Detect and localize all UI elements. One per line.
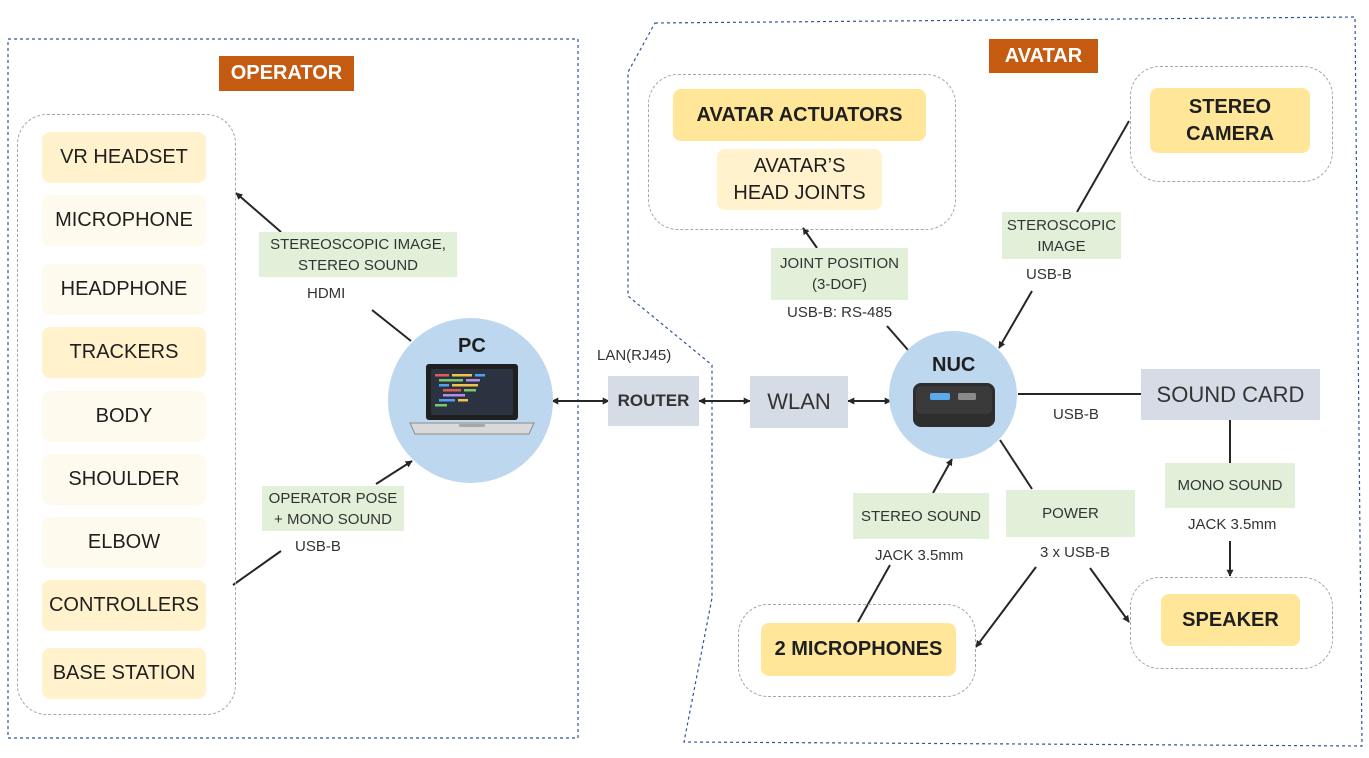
arrow-power-to-speaker <box>1089 567 1130 623</box>
wire-camera-to-nuc <box>1076 120 1130 213</box>
avatar-region-title: AVATAR <box>989 39 1098 73</box>
wire-operator-to-pc <box>232 550 282 586</box>
controllers-box: CONTROLLERS <box>42 580 206 631</box>
arrow-power-to-mics <box>975 566 1037 648</box>
head-joints-box: AVATAR’S HEAD JOINTS <box>717 149 882 210</box>
wire-nuc-to-joints <box>886 325 909 351</box>
nuc-title: NUC <box>932 354 976 376</box>
laptop-icon <box>409 364 535 435</box>
operator-devices-group <box>17 114 236 715</box>
wlan-box: WLAN <box>750 376 848 428</box>
arrow-nuc-to-joints <box>802 227 818 249</box>
operator-region-title: OPERATOR <box>219 56 354 91</box>
camera-to-nuc-port: USB-B <box>1026 266 1072 283</box>
camera-group <box>1130 66 1333 182</box>
nuc-to-joints-port: USB-B: RS-485 <box>787 304 893 321</box>
pc-to-operator-label: STEREOSCOPIC IMAGE, STEREO SOUND <box>259 232 457 277</box>
stereo-camera-box: STEREO CAMERA <box>1150 88 1310 153</box>
mics-to-nuc-port: JACK 3.5mm <box>875 547 964 564</box>
arrow-operator-to-pc <box>375 460 413 485</box>
power-port: 3 x USB-B <box>1040 544 1111 561</box>
nuc-sound-card-port: USB-B <box>1053 406 1099 423</box>
body-box: BODY <box>42 391 206 442</box>
speaker-group <box>1130 577 1333 669</box>
wire-mics-to-nuc <box>857 564 891 623</box>
wire-nuc-power <box>999 439 1033 490</box>
camera-to-nuc-label: STEROSCOPIC IMAGE <box>1002 212 1121 259</box>
mini-pc-icon <box>913 383 995 427</box>
microphones-group <box>738 604 976 697</box>
arrow-pc-to-operator <box>235 192 282 233</box>
speaker-box: SPEAKER <box>1161 594 1300 646</box>
microphone-box: MICROPHONE <box>42 195 206 246</box>
avatar-actuators-box: AVATAR ACTUATORS <box>673 89 926 141</box>
base-station-box: BASE STATION <box>42 648 206 699</box>
pc-title: PC <box>458 335 486 357</box>
operator-to-pc-label: OPERATOR POSE + MONO SOUND <box>262 486 404 531</box>
soundcard-to-speaker-label: MONO SOUND <box>1165 463 1295 508</box>
lan-label: LAN(RJ45) <box>597 347 672 364</box>
vr-headset-box: VR HEADSET <box>42 132 206 183</box>
trackers-box: TRACKERS <box>42 327 206 378</box>
power-label: POWER <box>1006 490 1135 537</box>
actuators-group <box>648 74 956 230</box>
router-box: ROUTER <box>608 376 699 426</box>
avatar-region-border <box>627 16 1363 747</box>
pc-to-operator-port: HDMI <box>307 285 346 302</box>
arrow-mics-to-nuc <box>932 458 953 494</box>
mics-to-nuc-label: STEREO SOUND <box>853 493 989 539</box>
soundcard-to-speaker-port: JACK 3.5mm <box>1188 516 1277 533</box>
shoulder-box: SHOULDER <box>42 454 206 505</box>
headphone-box: HEADPHONE <box>42 264 206 315</box>
operator-region-border <box>7 38 579 739</box>
nuc-to-joints-label: JOINT POSITION (3-DOF) <box>771 248 908 300</box>
elbow-box: ELBOW <box>42 517 206 568</box>
wire-pc-to-operator <box>371 309 412 342</box>
sound-card-box: SOUND CARD <box>1141 369 1320 420</box>
microphones-box: 2 MICROPHONES <box>761 623 956 676</box>
operator-to-pc-port: USB-B <box>295 538 341 555</box>
arrow-camera-to-nuc <box>998 290 1033 349</box>
